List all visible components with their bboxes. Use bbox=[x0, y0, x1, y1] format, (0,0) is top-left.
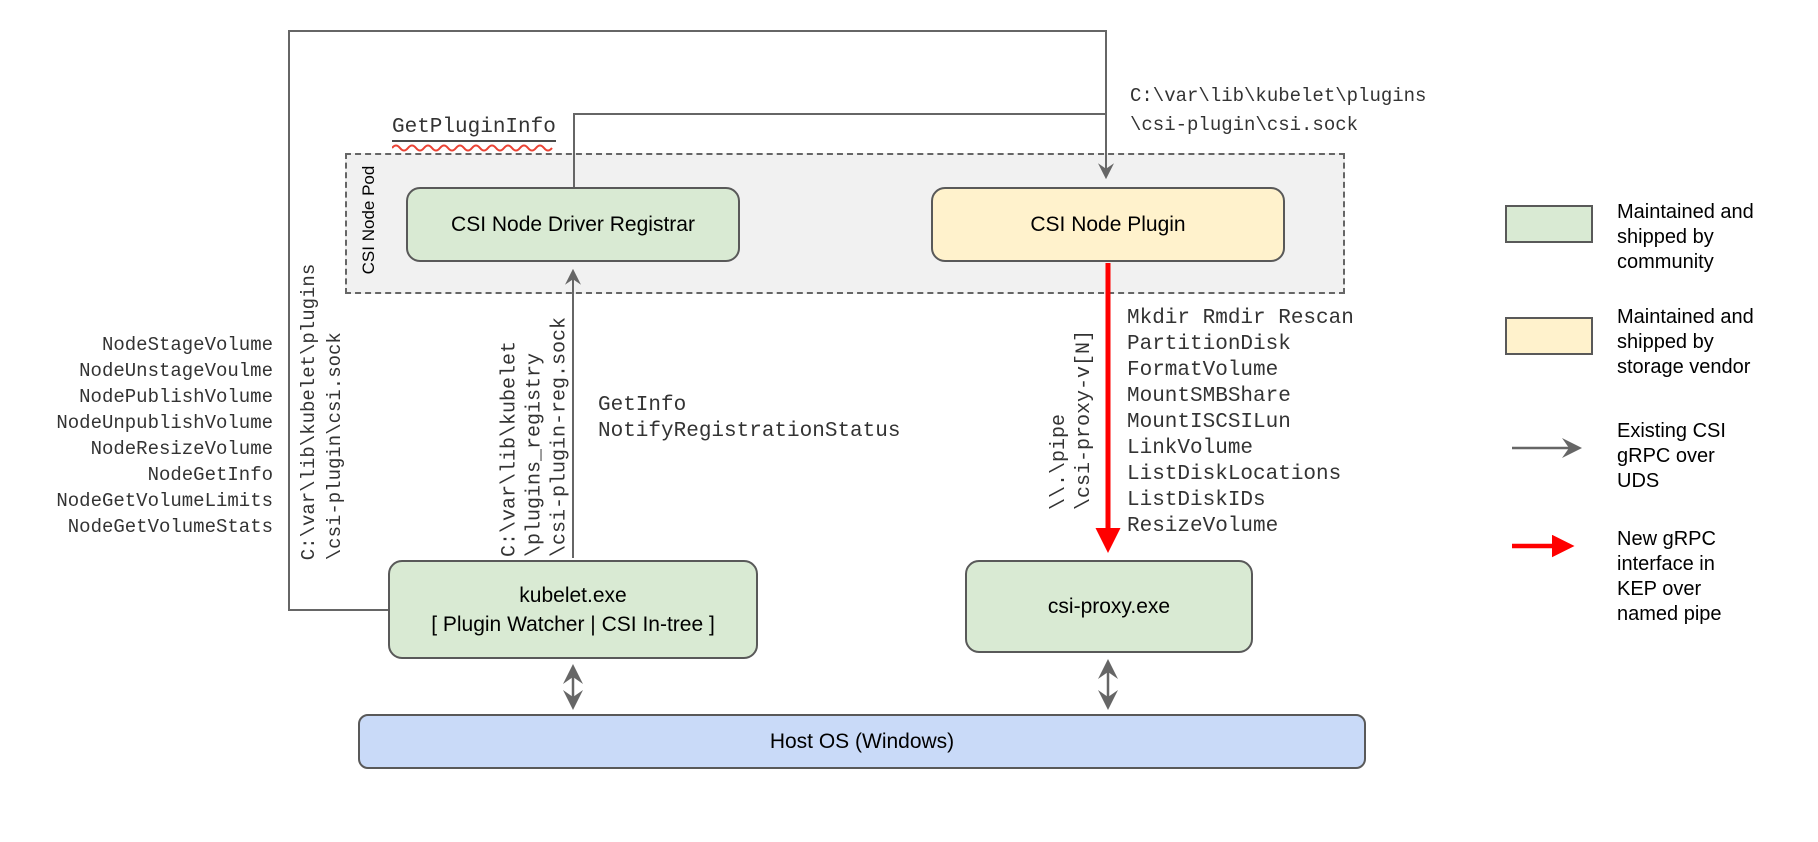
legend-named-pipe-label: New gRPC interface in KEP over named pip… bbox=[1617, 528, 1722, 625]
spellcheck-squiggle-icon bbox=[392, 144, 553, 152]
legend-vendor-label: Maintained and shipped by storage vendor bbox=[1617, 306, 1754, 378]
kubelet-box: kubelet.exe [ Plugin Watcher | CSI In-tr… bbox=[388, 560, 758, 659]
csi-node-pod-label: CSI Node Pod bbox=[359, 165, 378, 275]
csi-proxy-box: csi-proxy.exe bbox=[965, 560, 1253, 653]
getplugininfo-label: GetPluginInfo bbox=[392, 116, 556, 142]
host-os-box: Host OS (Windows) bbox=[358, 714, 1366, 769]
csi-node-plugin-box: CSI Node Plugin bbox=[931, 187, 1285, 262]
registry-sock-path-label: C:\var\lib\kubelet \plugins_registry \cs… bbox=[498, 316, 572, 558]
csi-node-driver-registrar-box: CSI Node Driver Registrar bbox=[406, 187, 740, 262]
node-csi-methods-list: NodeStageVolume NodeUnstageVoulme NodePu… bbox=[56, 334, 273, 538]
legend-community-label: Maintained and shipped by community bbox=[1617, 201, 1754, 273]
legend-vendor-swatch bbox=[1505, 317, 1593, 355]
registration-methods-list: GetInfo NotifyRegistrationStatus bbox=[598, 394, 901, 443]
getplugininfo-label-group: GetPluginInfo bbox=[392, 116, 562, 152]
legend-uds-label: Existing CSI gRPC over UDS bbox=[1617, 420, 1726, 492]
csi-sock-path-top-label: C:\var\lib\kubelet\plugins \csi-plugin\c… bbox=[1130, 85, 1427, 136]
legend-community-swatch bbox=[1505, 205, 1593, 243]
csi-proxy-api-methods-list: Mkdir Rmdir Rescan PartitionDisk FormatV… bbox=[1127, 307, 1354, 538]
csi-sock-path-left-label: C:\var\lib\kubelet\plugins \csi-plugin\c… bbox=[298, 263, 346, 561]
named-pipe-path-label: \\.\pipe \csi-proxy-v[N] bbox=[1048, 329, 1096, 511]
